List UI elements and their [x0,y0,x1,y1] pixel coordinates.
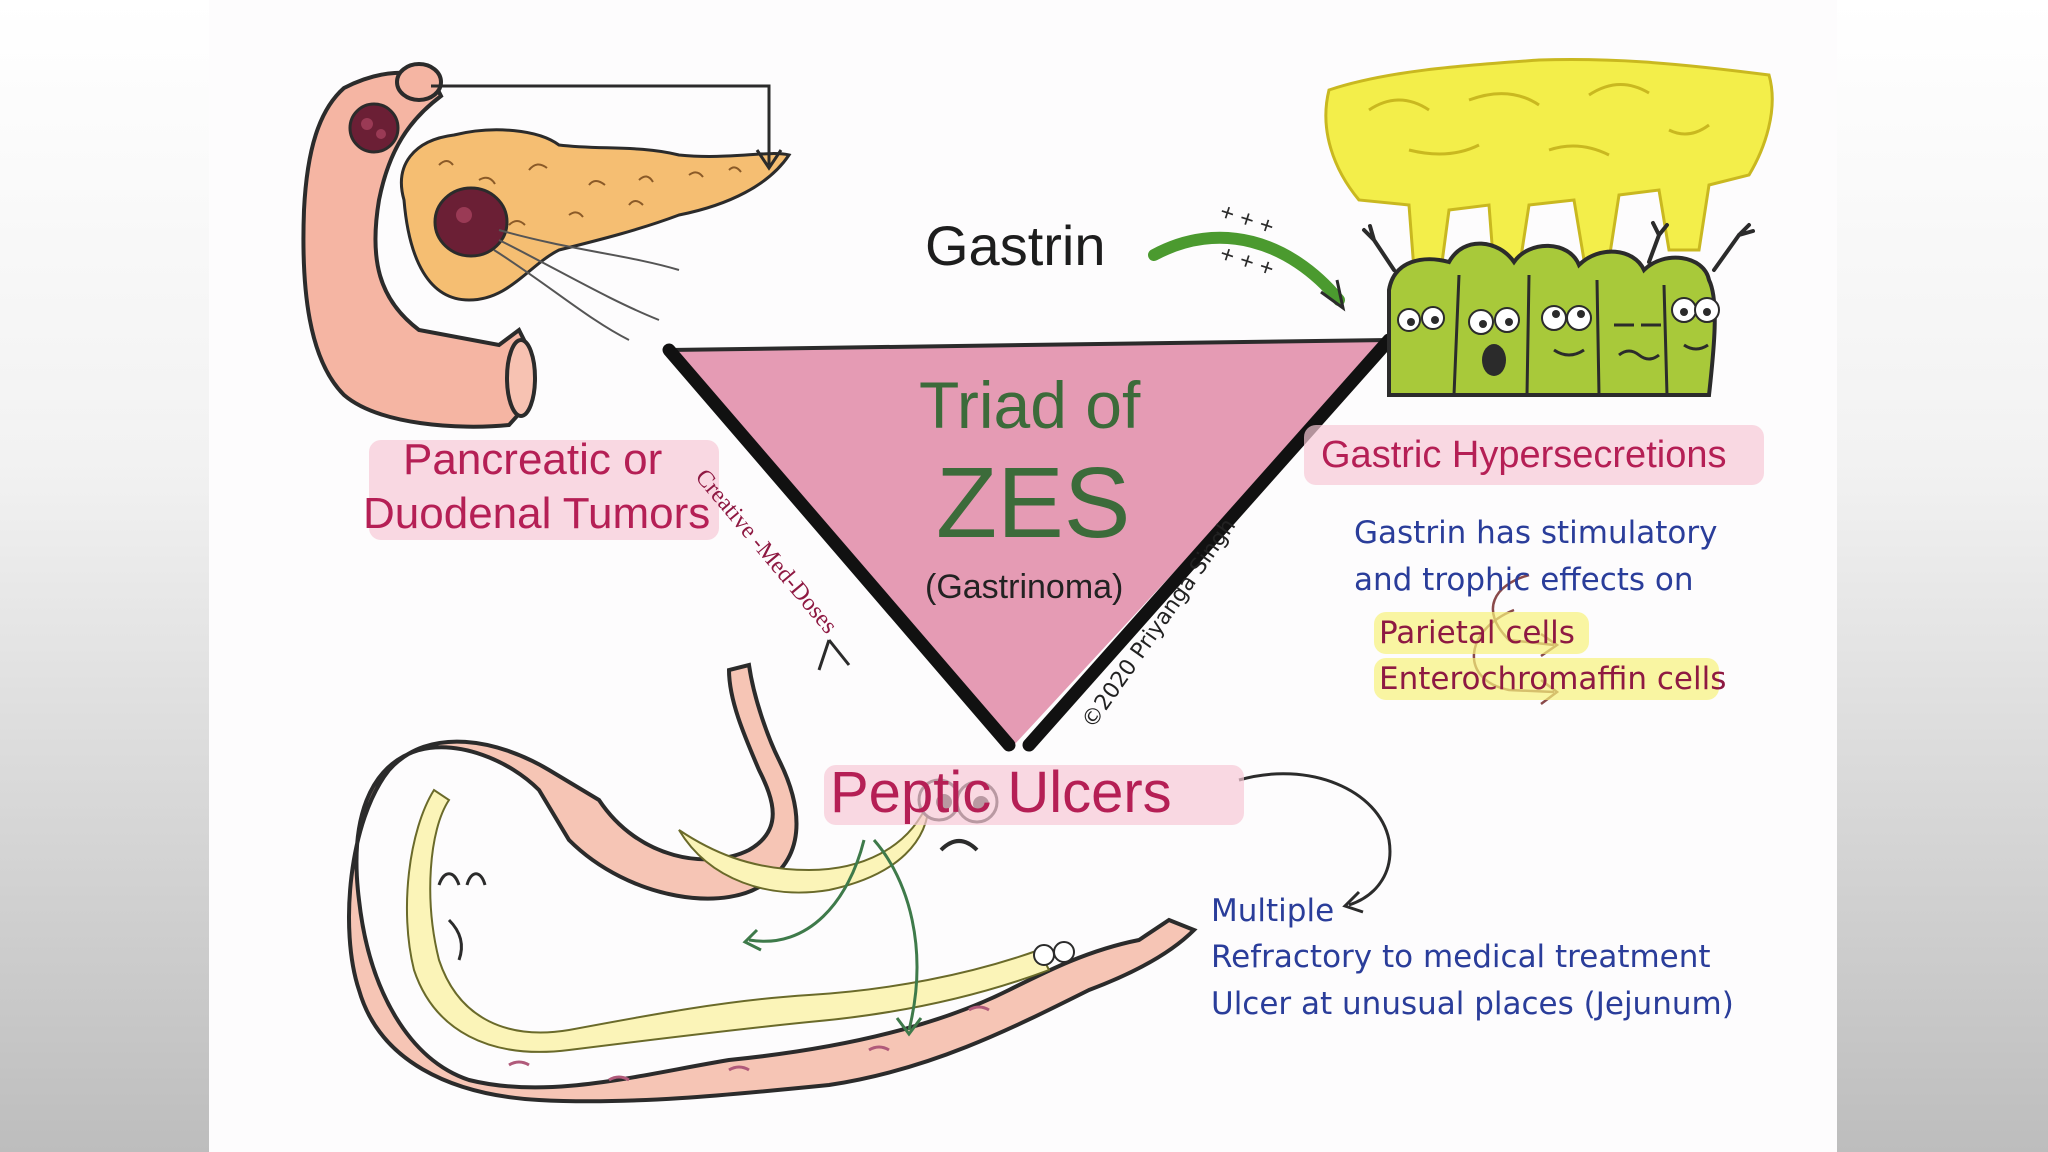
acid-secretion-drawing [1324,58,1774,272]
tumor-to-gastrin-arrow [431,84,783,171]
gastrin-label: Gastrin [925,214,1106,277]
pancreas-drawing [399,128,792,341]
hypersecretions-highlight [1304,425,1764,485]
ulcer-features-arrow [1238,772,1392,914]
peptic-ulcers-label: Peptic Ulcers [830,760,1172,825]
effects-note-line2: and trophic effects on [1354,562,1694,598]
stimulation-arrow [1148,231,1345,306]
zes-title: ZES [936,447,1131,559]
tumors-highlight [369,440,719,540]
ulcer-arrow-stomach [742,839,866,952]
ulcer-arrow-jejunum [872,839,923,1037]
parietal-cells-label: Parietal cells [1379,615,1575,651]
hypersecretions-label: Gastric Hypersecretions [1321,434,1727,476]
zes-triangle [662,333,1396,752]
illustration-canvas: Gastrin + + + + + + Triad of ZES (Gastri… [209,0,1837,1152]
parietal-highlight [1374,612,1589,654]
ulcer-feature-1: Multiple [1211,893,1335,929]
effects-note-line1: Gastrin has stimulatory [1354,515,1718,551]
gastrinoma-label: (Gastrinoma) [925,568,1124,606]
zes-illustration [301,58,1774,1104]
ulcer-feature-2: Refractory to medical treatment [1211,939,1711,975]
tumors-label-line2: Duodenal Tumors [363,489,711,538]
tumors-label-line1: Pancreatic or [403,435,663,484]
ulcer-feature-3: Ulcer at unusual places (Jejunum) [1211,986,1734,1022]
enterochromaffin-cells-label: Enterochromaffin cells [1379,661,1727,697]
enterochromaffin-highlight [1374,658,1719,700]
ulcers-highlight [824,765,1244,825]
parietal-cells-drawing [1362,221,1755,397]
triad-title: Triad of [919,368,1141,442]
duodenum-drawing [301,62,537,429]
